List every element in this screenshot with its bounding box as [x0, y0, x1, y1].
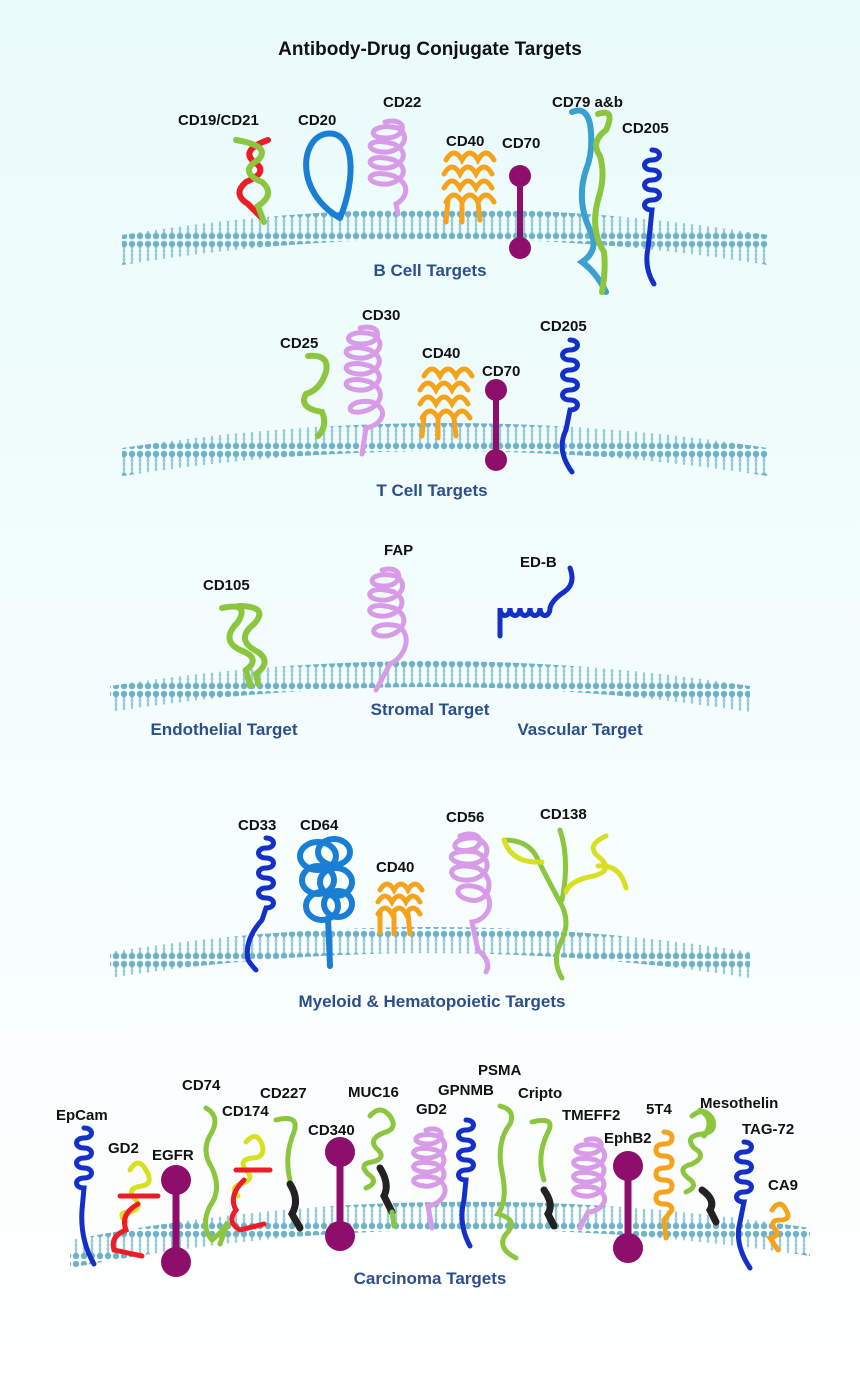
- label-cd174: CD174: [222, 1103, 269, 1120]
- endothelial-label: Endothelial Target: [150, 720, 297, 739]
- label-5t4: 5T4: [646, 1101, 673, 1118]
- label-cd70-t: CD70: [482, 363, 520, 380]
- cd70-receptor-t: [485, 379, 507, 471]
- cd22-receptor: [367, 118, 409, 217]
- label-cd22: CD22: [383, 94, 421, 111]
- cd33-receptor: [244, 835, 276, 973]
- label-muc16: MUC16: [348, 1084, 399, 1101]
- muc16-receptor: [361, 1107, 397, 1229]
- cd40-receptor-t: [417, 366, 475, 441]
- cd74-receptor: [203, 1105, 231, 1247]
- epcam-receptor: [74, 1125, 97, 1267]
- gd2-receptor-2: [411, 1126, 448, 1231]
- 5t4-receptor: [653, 1129, 675, 1241]
- myeloid-membrane: [110, 927, 750, 978]
- page-title: Antibody-Drug Conjugate Targets: [278, 39, 582, 60]
- b-cell-section-label: B Cell Targets: [373, 261, 486, 280]
- cd64-receptor: [297, 836, 355, 969]
- tmeff2-receptor: [571, 1136, 608, 1231]
- ephb2-receptor: [613, 1151, 643, 1263]
- gd2-receptor-1: [110, 1160, 161, 1259]
- cd30-receptor: [343, 324, 386, 457]
- b-cell-section: B Cell Targets CD19/CD21 CD20 CD22 CD40: [122, 94, 768, 295]
- label-cd79: CD79 a&b: [552, 94, 623, 111]
- label-cd70-b: CD70: [502, 135, 540, 152]
- label-epcam: EpCam: [56, 1107, 108, 1124]
- label-cd33: CD33: [238, 817, 276, 834]
- tag-72-receptor: [734, 1139, 754, 1271]
- t-cell-section-label: T Cell Targets: [376, 481, 487, 500]
- label-cd138: CD138: [540, 806, 587, 823]
- label-cd105: CD105: [203, 577, 250, 594]
- cd205-receptor-t: [559, 337, 580, 475]
- cd19-cd21-receptor: [233, 137, 271, 225]
- label-fap: FAP: [384, 542, 413, 559]
- psma-receptor: [493, 1103, 519, 1261]
- gpnmb-receptor: [456, 1117, 476, 1249]
- label-gd2-2: GD2: [416, 1101, 447, 1118]
- ca9-receptor: [765, 1201, 791, 1253]
- myeloid-section: Myeloid & Hematopoietic Targets CD33 CD6…: [110, 806, 750, 1011]
- ed-b-receptor: [497, 565, 575, 639]
- cd40-receptor-m: [375, 881, 425, 937]
- cd174-receptor: [229, 1134, 273, 1233]
- label-cd340: CD340: [308, 1122, 355, 1139]
- cd205-receptor-b: [642, 147, 662, 287]
- label-cd205-b: CD205: [622, 120, 669, 137]
- label-cd74: CD74: [182, 1077, 221, 1094]
- label-cd25: CD25: [280, 335, 318, 352]
- fap-receptor: [367, 566, 409, 693]
- label-ed-b: ED-B: [520, 554, 557, 571]
- cd20-receptor: [303, 130, 354, 221]
- b-cell-membrane: [122, 209, 768, 265]
- label-cd40-m: CD40: [376, 859, 414, 876]
- label-gpnmb: GPNMB: [438, 1082, 494, 1099]
- stromal-membrane: [110, 661, 750, 712]
- label-ca9: CA9: [768, 1177, 798, 1194]
- stromal-label: Stromal Target: [371, 700, 490, 719]
- label-cd19-cd21: CD19/CD21: [178, 112, 259, 129]
- cripto-receptor: [529, 1117, 558, 1230]
- cd105-receptor: [219, 603, 268, 689]
- label-psma: PSMA: [478, 1062, 522, 1079]
- label-gd2-1: GD2: [108, 1140, 139, 1157]
- label-cd20: CD20: [298, 112, 336, 129]
- cd56-receptor: [448, 831, 493, 975]
- label-cd40-t: CD40: [422, 345, 460, 362]
- label-cd227: CD227: [260, 1085, 307, 1102]
- label-cd30: CD30: [362, 307, 400, 324]
- label-egfr: EGFR: [152, 1147, 194, 1164]
- label-cd64: CD64: [300, 817, 339, 834]
- cd227-receptor: [273, 1116, 304, 1232]
- t-cell-section: T Cell Targets CD25 CD30 CD40 CD70 CD205: [122, 307, 768, 500]
- cd25-receptor: [301, 352, 330, 439]
- label-mesothelin: Mesothelin: [700, 1095, 778, 1112]
- t-cell-membrane: [122, 423, 768, 476]
- cd79-receptor: [569, 107, 613, 295]
- cd70-receptor-b: [509, 165, 531, 259]
- stromal-section: Endothelial Target Stromal Target Vascul…: [110, 542, 750, 739]
- cd138-receptor: [501, 827, 629, 981]
- label-cd205-t: CD205: [540, 318, 587, 335]
- carcinoma-section: Carcinoma Targets EpCam GD2 EGFR CD74 CD…: [56, 1062, 810, 1288]
- label-tmeff2: TMEFF2: [562, 1107, 620, 1124]
- myeloid-section-label: Myeloid & Hematopoietic Targets: [298, 992, 565, 1011]
- egfr-receptor: [161, 1165, 191, 1277]
- label-ephb2: EphB2: [604, 1130, 652, 1147]
- label-cd40-b: CD40: [446, 133, 484, 150]
- carcinoma-section-label: Carcinoma Targets: [354, 1269, 507, 1288]
- cd340-receptor: [325, 1137, 355, 1251]
- mesothelin-receptor: [680, 1107, 720, 1226]
- vascular-label: Vascular Target: [517, 720, 643, 739]
- label-tag-72: TAG-72: [742, 1121, 794, 1138]
- label-cripto: Cripto: [518, 1085, 562, 1102]
- label-cd56: CD56: [446, 809, 484, 826]
- cd40-receptor-b: [441, 150, 497, 225]
